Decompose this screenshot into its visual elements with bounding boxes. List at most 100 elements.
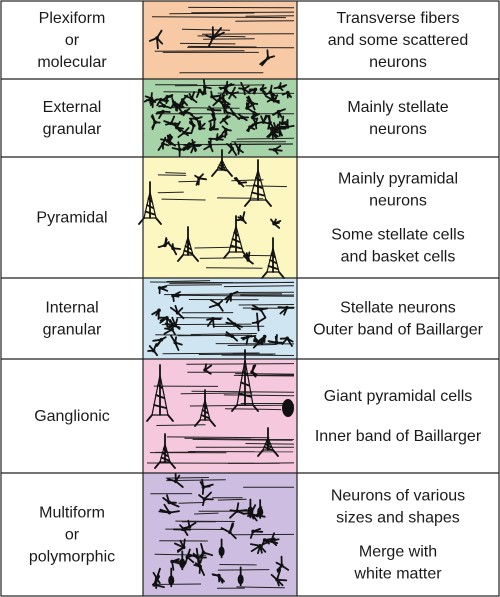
nerve-fiber (167, 284, 223, 286)
nerve-fiber (166, 436, 270, 439)
nerve-fiber (162, 352, 260, 355)
neuron-body (165, 316, 169, 320)
neuron-body (246, 258, 251, 262)
pyramid-hatch (270, 253, 276, 258)
nerve-fiber (223, 394, 295, 397)
stellate-neuron (183, 91, 198, 104)
stellate-neuron (152, 567, 161, 589)
stellate-neuron (249, 528, 264, 539)
nerve-fiber (232, 353, 273, 355)
neuron-body (261, 120, 266, 124)
stellate-neuron (226, 142, 238, 156)
neuron-body (217, 573, 221, 578)
pyramid-hatch (238, 392, 252, 398)
neuron-body (274, 128, 278, 133)
stellate-neuron (194, 173, 207, 186)
stellate-neuron (278, 121, 287, 137)
pyramid-hatch (269, 259, 277, 264)
neuron-body (201, 550, 206, 555)
pyramid-hatch (218, 164, 226, 169)
neuron-body (171, 293, 175, 298)
pyramid-hatch (146, 204, 154, 209)
neuron-body (176, 105, 180, 109)
neuron-body (203, 368, 207, 372)
stellate-neuron (220, 522, 237, 540)
stellate-neuron (206, 105, 222, 119)
layer-description-line: white matter (353, 566, 442, 583)
cells-pyramidal (138, 149, 287, 279)
neuron-body (171, 323, 175, 328)
nerve-fiber (245, 185, 287, 188)
nerve-fiber (181, 28, 231, 31)
stellate-neuron (279, 337, 294, 347)
stellate-neuron (199, 478, 214, 495)
pyramid-hatch (155, 394, 165, 399)
neuron-body (186, 143, 191, 147)
neuron-body (167, 510, 172, 515)
pyramid-hatch (263, 446, 273, 451)
neuron-body (210, 94, 214, 99)
nerve-fiber (165, 477, 209, 479)
stellate-neuron (188, 547, 207, 567)
neuron-body (229, 292, 233, 297)
nerve-fiber (161, 198, 206, 201)
stellate-neuron (251, 312, 267, 332)
nerve-fiber (157, 174, 187, 176)
pyramid-hatch (233, 231, 239, 237)
pyramid-hatch (184, 245, 192, 250)
stellate-neuron (234, 142, 244, 155)
neuron-body (163, 243, 167, 248)
stellate-neuron (179, 94, 189, 109)
neuron-body (183, 109, 188, 114)
nerve-fiber (174, 294, 295, 297)
nerve-fiber (188, 45, 257, 48)
neuron-body (270, 130, 275, 134)
stellate-neuron (219, 93, 230, 109)
nerve-fiber (217, 569, 270, 571)
pyramid-hatch (267, 265, 279, 270)
pyramid-hatch (251, 191, 265, 197)
neuron-body (210, 108, 215, 112)
nerve-fiber (203, 38, 255, 40)
nerve-fiber (194, 512, 219, 515)
nerve-fiber (199, 257, 244, 259)
nerve-fiber (180, 392, 253, 395)
pyramid-hatch (242, 370, 248, 376)
nerve-fiber (178, 180, 200, 183)
nerve-fiber (201, 33, 295, 35)
nerve-fiber (235, 20, 295, 22)
stellate-neuron (188, 113, 203, 126)
nerve-fiber (156, 424, 206, 426)
neuron-body (167, 500, 171, 505)
neuron-body (198, 126, 202, 131)
stellate-neuron (157, 237, 170, 248)
pyramid-hatch (183, 249, 193, 255)
stellate-neuron (281, 115, 289, 126)
stellate-neuron (272, 108, 286, 119)
nerve-fiber (227, 344, 277, 346)
stellate-neuron (163, 115, 179, 128)
nerve-fiber (164, 293, 283, 296)
stellate-neuron (151, 309, 160, 320)
stellate-neuron (162, 494, 180, 508)
nerve-fiber (217, 498, 247, 501)
neuron-body (229, 91, 234, 96)
stellate-neuron (206, 317, 222, 328)
neuron-body (215, 137, 219, 141)
pyramid-hatch (229, 244, 243, 250)
neuron-body (232, 112, 236, 116)
nerve-fiber (192, 438, 293, 441)
neuron-body (197, 88, 202, 93)
neuron-body (240, 217, 245, 222)
pyramid-hatch (162, 447, 168, 453)
pyramid-hatch (144, 210, 156, 216)
stellate-neuron (281, 91, 292, 99)
pyramid-hatch (255, 176, 261, 182)
neuron-body (250, 370, 254, 374)
neuron-body (277, 126, 281, 131)
neuron-body (237, 181, 242, 185)
stellate-neuron (275, 555, 290, 573)
stellate-neuron (266, 125, 279, 140)
fusiform-body (257, 507, 264, 518)
neuron-body (245, 106, 249, 110)
